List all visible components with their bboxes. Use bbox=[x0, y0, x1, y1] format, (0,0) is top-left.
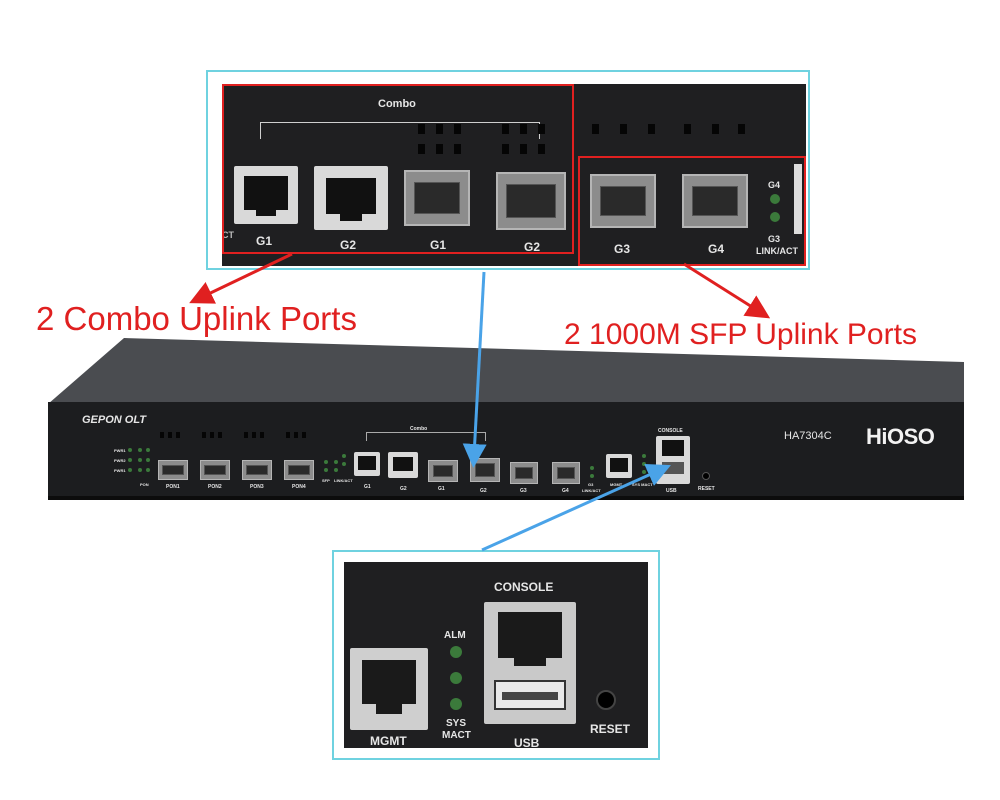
device-front: GEPON OLT HA7304C HiOSO PWR1 PWR2 PWR1 P… bbox=[48, 402, 964, 500]
device-rj45-g2 bbox=[388, 452, 418, 478]
pon-port-4 bbox=[284, 460, 314, 480]
port-label: G2 bbox=[340, 238, 357, 252]
caption-combo-ports: 2 Combo Uplink Ports bbox=[36, 300, 357, 337]
reset-button bbox=[596, 690, 616, 710]
uplink-label: G1 bbox=[364, 484, 371, 490]
led-mact bbox=[450, 698, 462, 710]
port-label: G3 bbox=[614, 242, 631, 256]
uplink-label: G3 bbox=[520, 488, 527, 494]
pon-port-label: PON3 bbox=[250, 484, 264, 490]
mgmt-port bbox=[350, 648, 428, 730]
led-label-g3: G3 bbox=[768, 234, 781, 244]
device-combo-label: Combo bbox=[410, 426, 428, 432]
pon-port-3 bbox=[242, 460, 272, 480]
pon-port-label: PON4 bbox=[292, 484, 306, 490]
console-usb-block bbox=[484, 602, 576, 724]
port-label: G1 bbox=[256, 234, 273, 248]
port-label: G2 bbox=[524, 240, 541, 254]
device-model-label: HA7304C bbox=[784, 430, 832, 442]
rj45-port-g2 bbox=[314, 166, 388, 230]
device-console-label: CONSOLE bbox=[658, 428, 683, 434]
alm-label: ALM bbox=[444, 630, 466, 641]
rj45-port-g1 bbox=[234, 166, 298, 224]
pwr-label: PWR1 bbox=[114, 448, 126, 453]
pwr-label: PWR1 bbox=[114, 468, 126, 473]
sfp-led-label: SFP bbox=[322, 478, 330, 483]
led-sys bbox=[450, 672, 462, 684]
device-reset-label: RESET bbox=[698, 486, 715, 492]
led-g3 bbox=[770, 212, 780, 222]
bottom-zoom-frame: CONSOLE ALM SYS MACT RESET MGMT USB bbox=[332, 550, 660, 760]
console-label: CONSOLE bbox=[494, 580, 554, 594]
pon-port-2 bbox=[200, 460, 230, 480]
pon-port-label: PON1 bbox=[166, 484, 180, 490]
device-mgmt-label: MGMT bbox=[610, 482, 623, 487]
uplink-label: G1 bbox=[438, 486, 445, 492]
caption-sfp-ports: 2 1000M SFP Uplink Ports bbox=[564, 318, 917, 351]
led-alm bbox=[450, 646, 462, 658]
led-g4 bbox=[770, 194, 780, 204]
uplink-label: G4 bbox=[562, 488, 569, 494]
brand-logo: HiOSO bbox=[866, 424, 935, 449]
link-act-label-2: LINK/ACT bbox=[582, 488, 601, 493]
device-sfp-g4 bbox=[552, 462, 580, 484]
pon-port-label: PON2 bbox=[208, 484, 222, 490]
device-reset-button bbox=[702, 472, 710, 480]
combo-label: Combo bbox=[378, 98, 416, 110]
device-sfp-g2 bbox=[470, 458, 500, 482]
device-console-port bbox=[656, 436, 690, 484]
cut-label: CT bbox=[222, 230, 234, 240]
usb-label: USB bbox=[514, 736, 540, 748]
led-label-link-act: LINK/ACT bbox=[756, 246, 798, 256]
sys-label: SYS bbox=[446, 718, 467, 729]
device-type-label: GEPON OLT bbox=[82, 414, 146, 426]
uplink-label: G2 bbox=[480, 488, 487, 494]
g3-label: G3 bbox=[588, 482, 594, 487]
link-act-label: LINK/ACT bbox=[334, 478, 353, 483]
device-sfp-g1 bbox=[428, 460, 458, 482]
port-label: G4 bbox=[708, 242, 725, 256]
top-zoom-frame: Combo CT bbox=[206, 70, 810, 270]
mact-label: MACT bbox=[442, 730, 471, 741]
reset-label: RESET bbox=[590, 722, 631, 736]
sfp-port-g3 bbox=[590, 174, 656, 228]
device-sfp-g3 bbox=[510, 462, 538, 484]
device-mgmt-port bbox=[606, 454, 632, 478]
device-usb-label: USB bbox=[666, 488, 677, 494]
sfp-port-g2 bbox=[496, 172, 566, 230]
mgmt-label: MGMT bbox=[370, 734, 407, 748]
uplink-label: G2 bbox=[400, 486, 407, 492]
pon-label: PON bbox=[140, 482, 149, 487]
device-rj45-g1 bbox=[354, 452, 380, 476]
port-label: G1 bbox=[430, 238, 447, 252]
sfp-port-g4 bbox=[682, 174, 748, 228]
top-zoom-photo: Combo CT bbox=[222, 84, 806, 266]
combo-highlight-box bbox=[222, 84, 574, 254]
led-label-g4: G4 bbox=[768, 180, 781, 190]
panel-edge bbox=[794, 164, 802, 234]
sfp-port-g1 bbox=[404, 170, 470, 226]
bottom-zoom-photo: CONSOLE ALM SYS MACT RESET MGMT USB bbox=[344, 562, 648, 748]
pon-port-1 bbox=[158, 460, 188, 480]
pwr-label: PWR2 bbox=[114, 458, 126, 463]
